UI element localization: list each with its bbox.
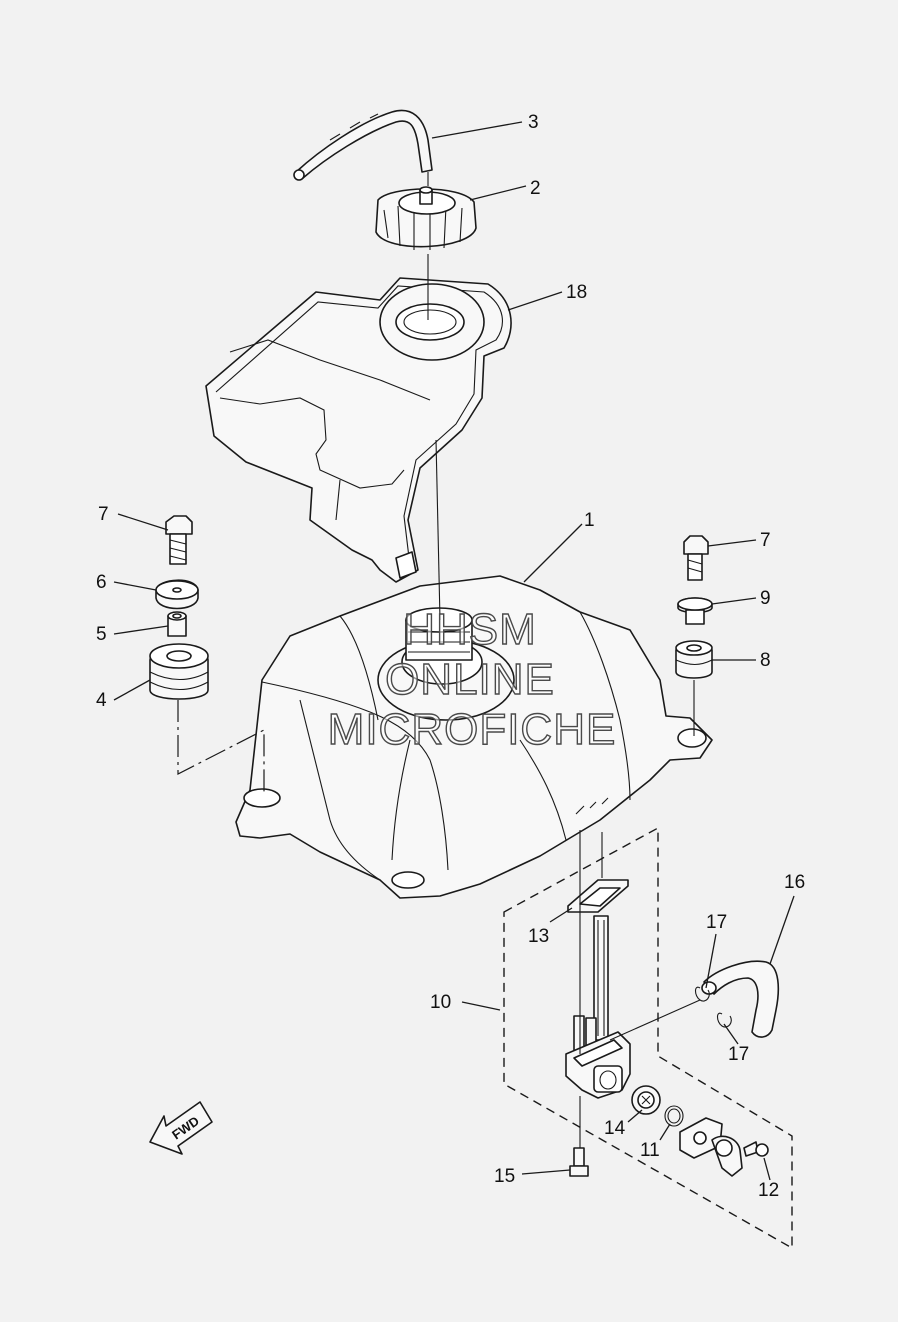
fuel-cock-part [565, 915, 701, 1099]
callout-9: 9 [760, 588, 771, 609]
callout-14: 14 [604, 1118, 626, 1139]
collar-part [167, 611, 187, 637]
callout-1: 1 [584, 510, 595, 531]
lever-plate-part [679, 1117, 743, 1177]
watermark-line-1: HHSM [403, 605, 537, 654]
o-ring-part [664, 1105, 684, 1127]
callout-13: 13 [528, 926, 549, 947]
collar-right-part [677, 597, 713, 625]
callout-labels: 3 2 18 1 7 6 5 4 7 9 8 16 17 17 13 10 14… [96, 112, 805, 1201]
vent-hose-part [293, 109, 433, 181]
callout-11: 11 [640, 1140, 660, 1161]
leader-lines [113, 121, 795, 1181]
bolt-right-part [683, 535, 709, 581]
callout-16: 16 [784, 872, 805, 893]
grommet-part [149, 643, 209, 700]
callout-2: 2 [530, 178, 541, 199]
callout-3: 3 [528, 112, 539, 133]
callout-4: 4 [96, 690, 107, 711]
drain-screw-part [569, 1147, 589, 1177]
callout-12: 12 [758, 1180, 779, 1201]
callout-15: 15 [494, 1166, 515, 1187]
hose-clip-lower-part [716, 1012, 732, 1028]
callout-6: 6 [96, 572, 107, 593]
callout-8: 8 [760, 650, 771, 671]
callout-10: 10 [430, 992, 451, 1013]
forward-direction-arrow: FWD [149, 1101, 213, 1155]
watermark-line-3: MICROFICHE [328, 705, 617, 754]
callout-7-left: 7 [98, 504, 109, 525]
fuel-cock-assembly-outline [503, 826, 793, 1250]
filter-part [631, 1085, 661, 1115]
callout-17-upper: 17 [706, 912, 727, 933]
hose-clip-upper-part [694, 986, 710, 1002]
damper-part [675, 640, 713, 679]
washer-part [155, 579, 199, 610]
callout-5: 5 [96, 624, 107, 645]
alignment-lines [177, 172, 695, 1148]
watermark-line-2: ONLINE [385, 655, 555, 704]
watermark: HHSM ONLINE MICROFICHE [327, 604, 617, 754]
tank-cover-part [205, 277, 512, 583]
callout-7-right: 7 [760, 530, 771, 551]
fuel-cap-part [375, 186, 477, 250]
callout-18: 18 [566, 282, 587, 303]
bolt-left-part [165, 515, 193, 565]
fuel-hose-part [701, 960, 780, 1038]
screw-part [743, 1141, 769, 1157]
callout-17-lower: 17 [728, 1044, 749, 1065]
gasket-part [567, 879, 629, 913]
fuel-tank-part [235, 575, 713, 899]
